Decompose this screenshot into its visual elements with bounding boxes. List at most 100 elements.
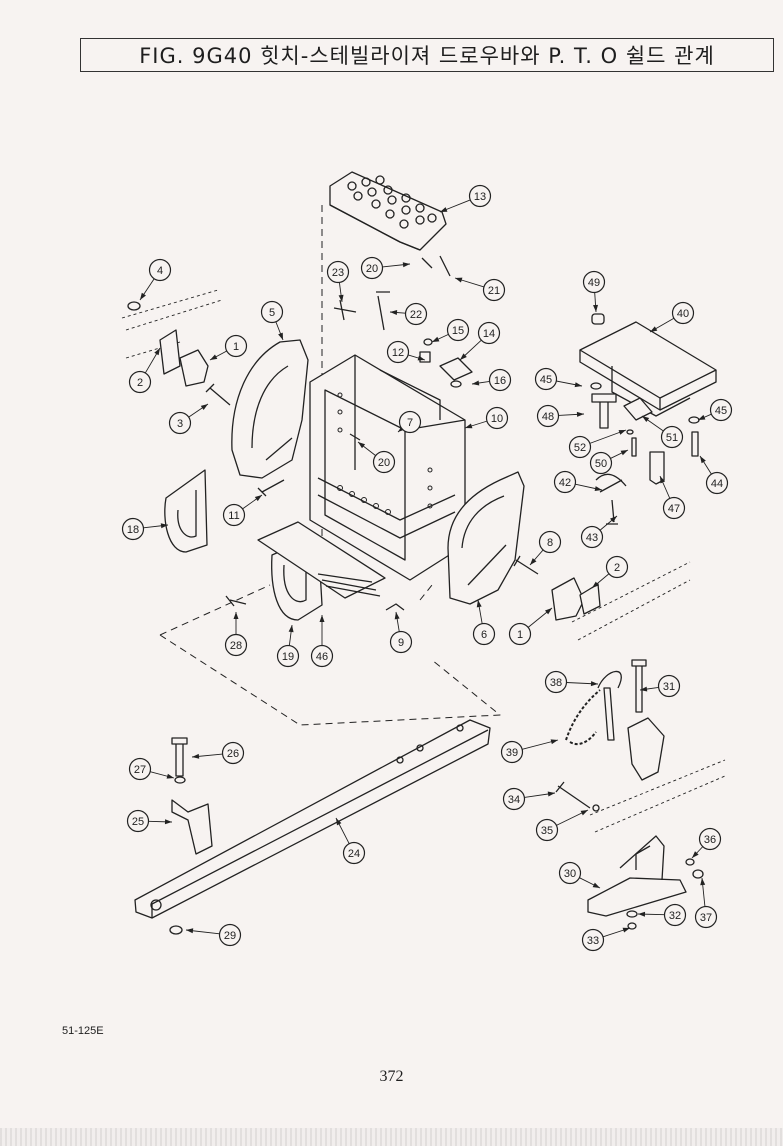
callout-number: 11 [228,510,239,522]
callout-number: 9 [398,637,404,649]
leader-arrow-c36 [692,851,699,858]
callout-number: 1 [517,629,523,641]
callout-circle [404,302,428,326]
callout-number: 28 [230,640,242,652]
leader-arrow-c5 [278,332,283,340]
callout-circle [662,496,686,520]
callout-number: 20 [366,263,378,275]
callout-circle [360,256,384,280]
callout-c42: 42 [553,470,577,494]
callout-c51: 51 [660,425,684,449]
callout-number: 44 [711,478,723,490]
callout-circle [605,555,629,579]
leader-arrow-c48 [576,411,584,417]
callout-circle [558,861,582,885]
callout-c21: 21 [482,278,506,302]
leader-arrow-c4 [140,292,146,300]
callout-circle [709,398,733,422]
leader-arrow-c23 [338,294,344,302]
callout-number: 7 [407,417,413,429]
leader-arrow-c32 [638,911,646,917]
leader-arrow-c6 [476,600,482,608]
callout-number: 49 [588,277,600,289]
callout-number: 50 [595,458,607,470]
callout-c13: 13 [468,184,492,208]
callout-circle [581,928,605,952]
leader-arrow-c19 [288,625,294,633]
callout-circle [389,630,413,654]
callout-circle [326,260,350,284]
callout-number: 31 [663,681,675,693]
bracket-25 [171,799,213,855]
callout-circle [126,809,150,833]
callout-circle [224,334,248,358]
callout-c11: 11 [222,503,246,527]
callout-c33: 33 [581,928,605,952]
callout-c6: 6 [472,622,496,646]
callout-circle [372,450,396,474]
leader-arrow-c16 [472,380,480,386]
callout-c46: 46 [310,644,334,668]
callout-c29: 29 [218,923,242,947]
top-bracket-part [579,313,717,421]
callout-number: 2 [137,377,143,389]
callout-c9: 9 [389,630,413,654]
callout-number: 19 [282,651,294,663]
callout-number: 8 [547,537,553,549]
callout-number: 3 [177,418,183,430]
callout-number: 27 [134,764,146,776]
shim-right [579,583,601,615]
callout-c3: 3 [168,411,192,435]
callout-c14: 14 [477,321,501,345]
callout-c10: 10 [485,406,509,430]
leader-arrow-c45a [574,382,582,388]
callout-c12: 12 [386,340,410,364]
callout-circle [386,340,410,364]
callout-number: 10 [491,413,503,425]
callout-c45a: 45 [534,367,558,391]
leader-arrow-c21 [455,277,463,283]
callout-circle [660,425,684,449]
callout-number: 48 [542,411,554,423]
lower-guard-inner [283,552,307,603]
leader-arrow-c25 [164,819,172,825]
leader-arrow-c8 [530,558,537,565]
callout-circle [128,757,152,781]
callout-number: 1 [233,341,239,353]
callout-circle [221,741,245,765]
callout-number: 51 [666,432,678,444]
left-guard-part [164,469,208,553]
shim-left [159,329,181,375]
callout-number: 21 [488,285,500,297]
callout-circle [698,827,722,851]
callout-number: 52 [574,442,586,454]
callout-c49: 49 [582,270,606,294]
callout-circle [568,435,592,459]
callout-circle [582,270,606,294]
callout-circle [260,300,284,324]
callout-circle [446,318,470,342]
callout-circle [488,368,512,392]
callout-circle [482,278,506,302]
callout-number: 34 [508,794,520,806]
callout-circle [553,470,577,494]
leader-arrow-c2a [154,348,160,356]
callout-circle [535,818,559,842]
callout-circle [589,451,613,475]
callout-number: 16 [494,375,506,387]
callout-number: 24 [348,848,360,860]
callout-c26: 26 [221,741,245,765]
figure-title: FIG. 9G40 힛치-스테빌라이져 드로우바와 P. T. O 쉴드 관계 [80,38,774,72]
callout-c24: 24 [342,841,366,865]
callout-circle [218,923,242,947]
callout-c34: 34 [502,787,526,811]
callout-c50: 50 [589,451,613,475]
leader-arrow-c11 [254,495,262,502]
leader-lines [139,199,712,938]
leader-arrow-c47 [660,476,666,484]
leader-arrow-c26 [192,753,200,759]
callout-number: 15 [452,325,464,337]
callout-circle [671,301,695,325]
callout-c19: 19 [276,644,300,668]
